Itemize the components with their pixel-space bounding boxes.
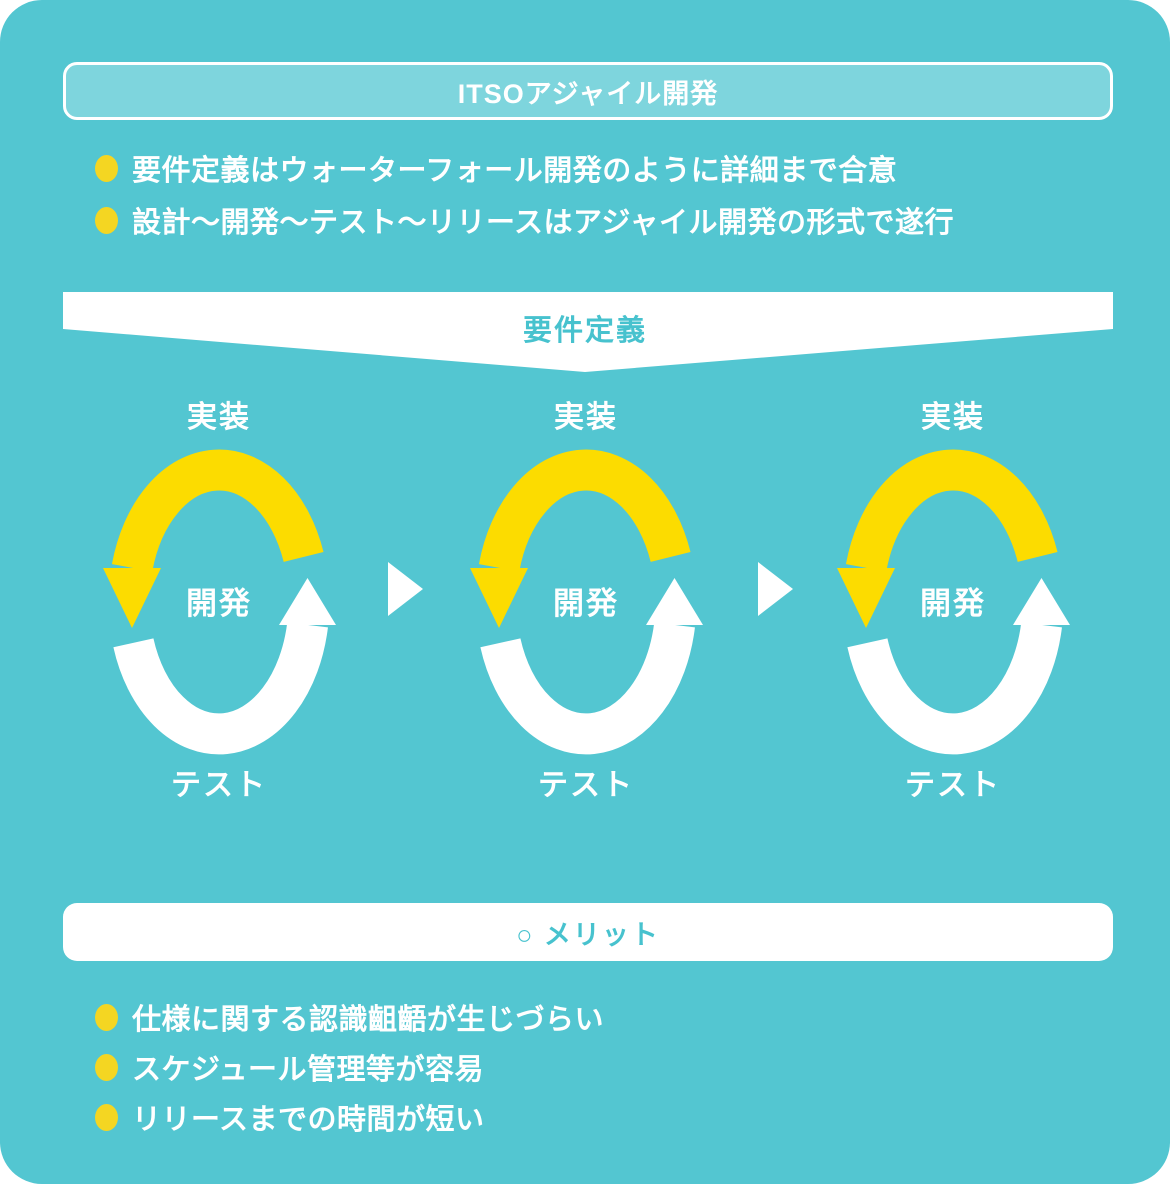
page-title: ITSOアジャイル開発 [457, 78, 719, 109]
list-item: 設計〜開発〜テスト〜リリースはアジャイル開発の形式で遂行 [95, 194, 954, 246]
cycle-top-label: 実装 [921, 401, 985, 434]
merit-title: ○ メリット [516, 919, 660, 950]
cycle-bottom-label: テスト [171, 769, 267, 802]
bullet-dot-icon [95, 1053, 118, 1081]
bullet-dot-icon [95, 206, 118, 234]
merit-box: ○ メリット [63, 903, 1113, 961]
merit-bullet-list: 仕様に関する認識齟齬が生じづらい スケジュール管理等が容易 リリースまでの時間が… [95, 992, 604, 1142]
cycle-bottom-label: テスト [538, 769, 634, 802]
merit-bullet-text: 仕様に関する認識齟齬が生じづらい [132, 1004, 605, 1036]
list-item: リリースまでの時間が短い [95, 1092, 604, 1142]
agile-cycle-arrows-icon [470, 449, 703, 755]
intro-bullet-text: 設計〜開発〜テスト〜リリースはアジャイル開発の形式で遂行 [132, 207, 954, 239]
agile-cycle-arrows-icon [103, 449, 336, 755]
list-item: 要件定義はウォーターフォール開発のように詳細まで合意 [95, 142, 954, 194]
cycle-bottom-label: テスト [905, 769, 1001, 802]
list-item: スケジュール管理等が容易 [95, 1042, 604, 1092]
merit-bullet-text: スケジュール管理等が容易 [132, 1054, 484, 1086]
intro-bullet-list: 要件定義はウォーターフォール開発のように詳細まで合意 設計〜開発〜テスト〜リリー… [95, 142, 954, 246]
cycle-center-label: 開発 [920, 586, 986, 621]
next-step-arrow-icon [758, 562, 793, 616]
agile-cycle-arrows-icon [837, 449, 1070, 755]
cycle-center-label: 開発 [186, 586, 252, 621]
title-box: ITSOアジャイル開発 [63, 62, 1113, 120]
next-step-arrow-icon [388, 562, 423, 616]
cycle-top-label: 実装 [187, 401, 251, 434]
bullet-dot-icon [95, 154, 118, 182]
requirements-banner-label: 要件定義 [522, 315, 647, 347]
bullet-dot-icon [95, 1003, 118, 1031]
bullet-dot-icon [95, 1103, 118, 1131]
cycle-top-label: 実装 [554, 401, 618, 434]
merit-bullet-text: リリースまでの時間が短い [132, 1104, 485, 1136]
list-item: 仕様に関する認識齟齬が生じづらい [95, 992, 604, 1042]
cycle-center-label: 開発 [553, 586, 619, 621]
requirements-banner-shape [63, 292, 1113, 372]
intro-bullet-text: 要件定義はウォーターフォール開発のように詳細まで合意 [132, 155, 898, 187]
